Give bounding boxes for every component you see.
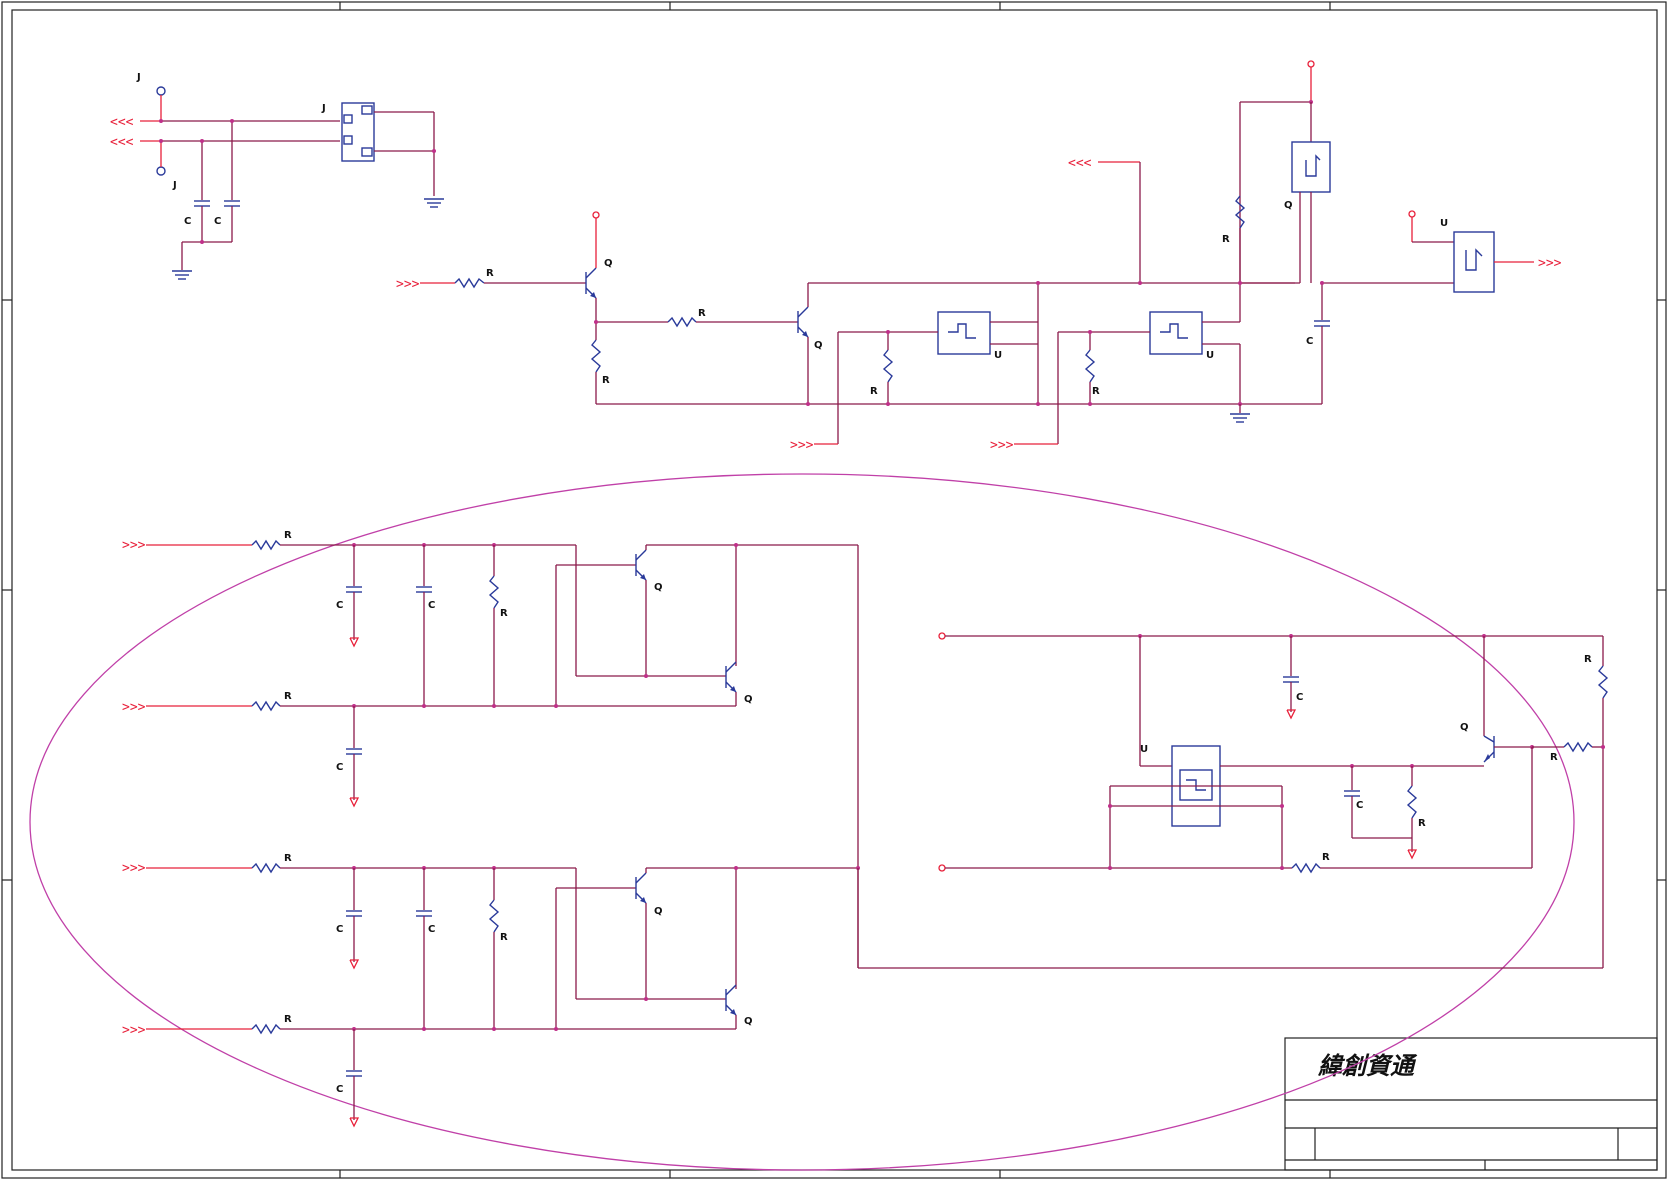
capacitor-label: C [214, 216, 221, 227]
company-name: 緯創資通 [1317, 1051, 1418, 1080]
ic-label: U [1440, 218, 1448, 229]
resistor-label: R [284, 1014, 292, 1025]
input-stage-lower: >>> R C C R Q [122, 853, 858, 1128]
transistor-label: Q [814, 340, 823, 351]
capacitor-label: C [336, 924, 343, 935]
optocoupler-body [1149, 311, 1203, 355]
connector-pin-label: J [136, 72, 141, 83]
connector-body [341, 102, 375, 162]
capacitor-label: C [1296, 692, 1303, 703]
transistor-label: Q [744, 1016, 753, 1027]
ground-icon [172, 270, 192, 280]
resistor-zigzag [454, 277, 485, 289]
transistor-label: Q [604, 258, 613, 269]
offpage-in-arrow: >>> [122, 538, 146, 553]
connector-label: J [321, 103, 326, 114]
ic-label: U [1140, 744, 1148, 755]
offpage-out-arrow: <<< [110, 135, 134, 150]
ic-label: U [994, 350, 1002, 361]
transistor-label: Q [654, 582, 663, 593]
connector-section: <<< <<< J J C C [110, 72, 444, 280]
transistor-label: Q [1460, 722, 1469, 733]
offpage-in-arrow: >>> [1538, 256, 1562, 271]
ic-label: U [1206, 350, 1214, 361]
resistor-label: R [1322, 852, 1330, 863]
resistor-label: R [1584, 654, 1592, 665]
resistor-label: R [284, 853, 292, 864]
offpage-in-arrow: >>> [122, 1023, 146, 1038]
resistor-label: R [602, 375, 610, 386]
capacitor-label: C [428, 924, 435, 935]
ground-icon [424, 198, 444, 208]
capacitor-label: C [336, 762, 343, 773]
ground-icon [1230, 413, 1250, 423]
capacitor-label: C [336, 600, 343, 611]
connector-pin-label: J [172, 180, 177, 191]
resistor-label: R [1222, 234, 1230, 245]
transistor-label: Q [744, 694, 753, 705]
input-stage-upper: >>> R C C R Q [122, 530, 858, 808]
title-block: 緯創資通 [1284, 1037, 1658, 1171]
capacitor-label: C [336, 1084, 343, 1095]
transistor-label: Q [1284, 200, 1293, 211]
offpage-out-arrow: <<< [1068, 156, 1092, 171]
capacitor-label: C [1356, 800, 1363, 811]
resistor-label: R [1550, 752, 1558, 763]
offpage-in-arrow: >>> [990, 438, 1014, 453]
offpage-in-arrow: >>> [396, 277, 420, 292]
resistor-label: R [500, 932, 508, 943]
offpage-in-arrow: >>> [790, 438, 814, 453]
mosfet-body [1291, 141, 1331, 193]
regulator-body [1453, 231, 1495, 293]
regulator-section: C R Q R U C R [938, 632, 1609, 968]
resistor-label: R [1092, 386, 1100, 397]
offpage-in-arrow: >>> [122, 700, 146, 715]
resistor-label: R [284, 530, 292, 541]
optocoupler-body [937, 311, 991, 355]
resistor-label: R [698, 308, 706, 319]
resistor-label: R [500, 608, 508, 619]
driver-section: >>> R Q R R Q U [396, 60, 1562, 453]
resistor-label: R [486, 268, 494, 279]
offpage-out-arrow: <<< [110, 115, 134, 130]
highlight-ellipse [29, 473, 1575, 1171]
resistor-label: R [1418, 818, 1426, 829]
resistor-label: R [284, 691, 292, 702]
offpage-in-arrow: >>> [122, 861, 146, 876]
capacitor-label: C [1306, 336, 1313, 347]
resistor-label: R [870, 386, 878, 397]
transistor-label: Q [654, 906, 663, 917]
capacitor-label: C [428, 600, 435, 611]
capacitor-label: C [184, 216, 191, 227]
